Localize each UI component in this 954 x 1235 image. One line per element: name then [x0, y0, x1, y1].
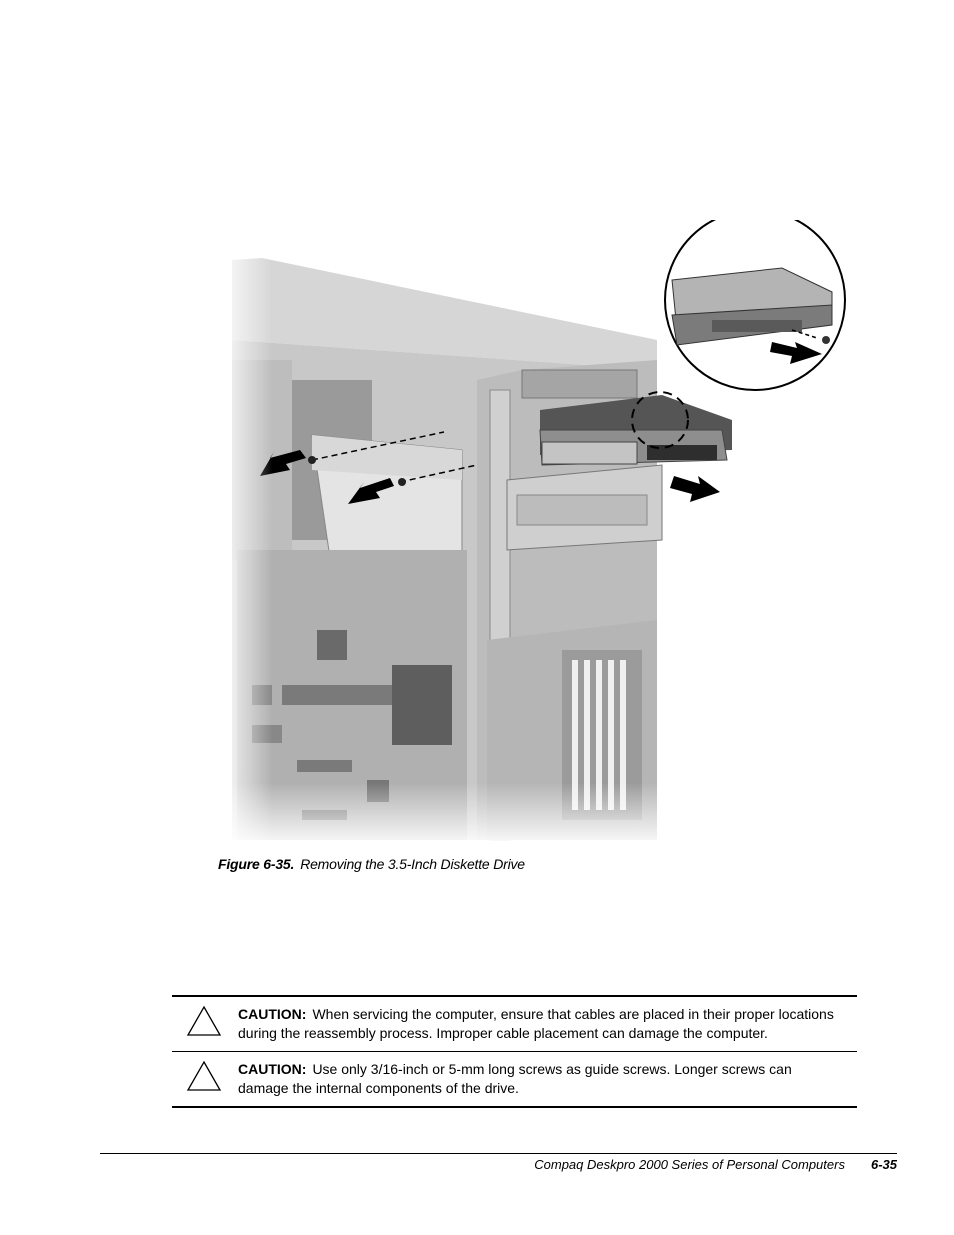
caution-item: CAUTION:Use only 3/16-inch or 5-mm long …	[172, 1051, 857, 1106]
page-number: 6-35	[870, 1157, 897, 1172]
caution-text: When servicing the computer, ensure that…	[238, 1006, 834, 1041]
caution-label: CAUTION:	[238, 1061, 307, 1077]
diskette-drive-removal-figure	[222, 220, 852, 845]
caution-text: Use only 3/16-inch or 5-mm long screws a…	[238, 1061, 792, 1096]
figure-caption-text: Removing the 3.5-Inch Diskette Drive	[300, 856, 525, 872]
caution-label: CAUTION:	[238, 1006, 307, 1022]
caution-warning-icon	[186, 1060, 222, 1091]
figure-label: Figure 6-35.	[218, 856, 295, 872]
page-footer: Compaq Deskpro 2000 Series of Personal C…	[534, 1157, 897, 1172]
caution-warning-icon	[186, 1005, 222, 1036]
figure-caption: Figure 6-35. Removing the 3.5-Inch Disket…	[218, 856, 525, 872]
footer-title: Compaq Deskpro 2000 Series of Personal C…	[534, 1157, 845, 1172]
caution-item: CAUTION:When servicing the computer, ens…	[172, 997, 857, 1051]
footer-divider	[100, 1153, 897, 1154]
caution-block: CAUTION:When servicing the computer, ens…	[172, 995, 857, 1108]
